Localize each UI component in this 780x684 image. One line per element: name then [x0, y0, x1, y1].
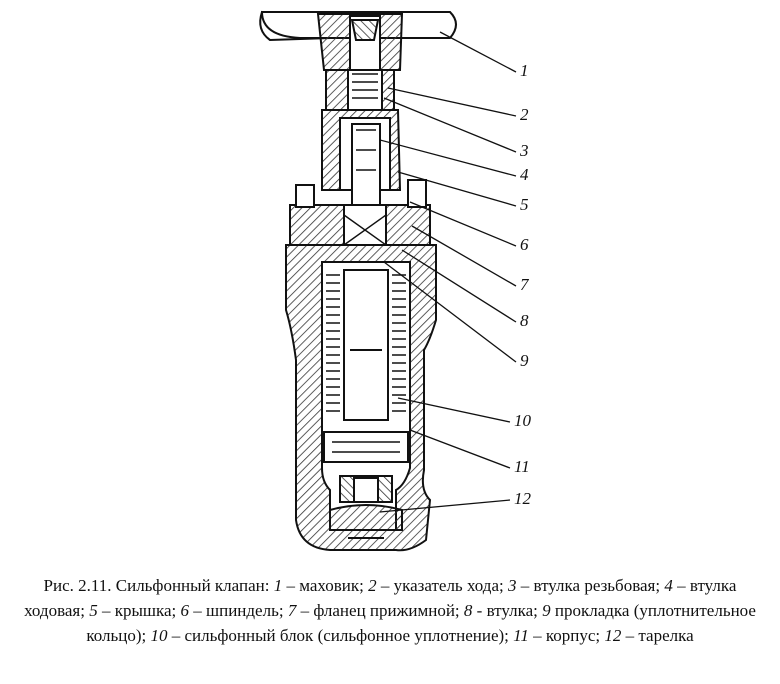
caption-item-3: 3 – втулка резьбовая;: [507, 576, 665, 595]
caption-item-1: 1 – маховик;: [273, 576, 369, 595]
callout-1: 1: [520, 61, 529, 80]
caption-item-5: 5 – крышка;: [89, 601, 181, 620]
caption-item-9: 9 прокладка (уплотнительное кольцо);: [86, 601, 756, 645]
callout-10: 10: [514, 411, 532, 430]
caption-item-7: 7 – фланец прижимной;: [287, 601, 464, 620]
callout-7: 7: [520, 275, 530, 294]
figure-caption: Рис. 2.11. Сильфонный клапан: 1 – махови…: [18, 573, 762, 648]
caption-item-11: 11 – корпус;: [513, 626, 605, 645]
caption-prefix: Рис. 2.11. Сильфонный клапан:: [43, 576, 274, 595]
callout-9: 9: [520, 351, 529, 370]
bellows-block: [326, 269, 406, 421]
caption-item-2: 2 – указатель хода;: [368, 576, 508, 595]
valve-disc: [323, 431, 409, 503]
callout-12: 12: [514, 489, 532, 508]
callout-labels: 1 2 3 4 5 6 7 8 9 10 11 12: [514, 61, 532, 508]
callout-11: 11: [514, 457, 530, 476]
leader-lines: [379, 31, 517, 513]
valve-section: [259, 10, 457, 552]
caption-item-12: 12 – тарелка: [604, 626, 694, 645]
callout-4: 4: [520, 165, 529, 184]
caption-item-8: 8 - втулка;: [463, 601, 543, 620]
callout-5: 5: [520, 195, 529, 214]
caption-item-10: 10 – сильфонный блок (сильфонное уплотне…: [150, 626, 514, 645]
bellows-valve-drawing: 1 2 3 4 5 6 7 8 9 10 11 12: [259, 10, 532, 552]
bonnet: [321, 109, 402, 211]
caption-item-4: 4 – втулка ходовая;: [24, 576, 737, 620]
gland-flange: [289, 179, 431, 246]
handwheel: [259, 10, 457, 71]
caption-item-6: 6 – шпиндель;: [180, 601, 288, 620]
callout-2: 2: [520, 105, 529, 124]
callout-6: 6: [520, 235, 529, 254]
indicator-and-threaded-bush: [325, 69, 395, 111]
callout-8: 8: [520, 311, 529, 330]
callout-3: 3: [519, 141, 529, 160]
